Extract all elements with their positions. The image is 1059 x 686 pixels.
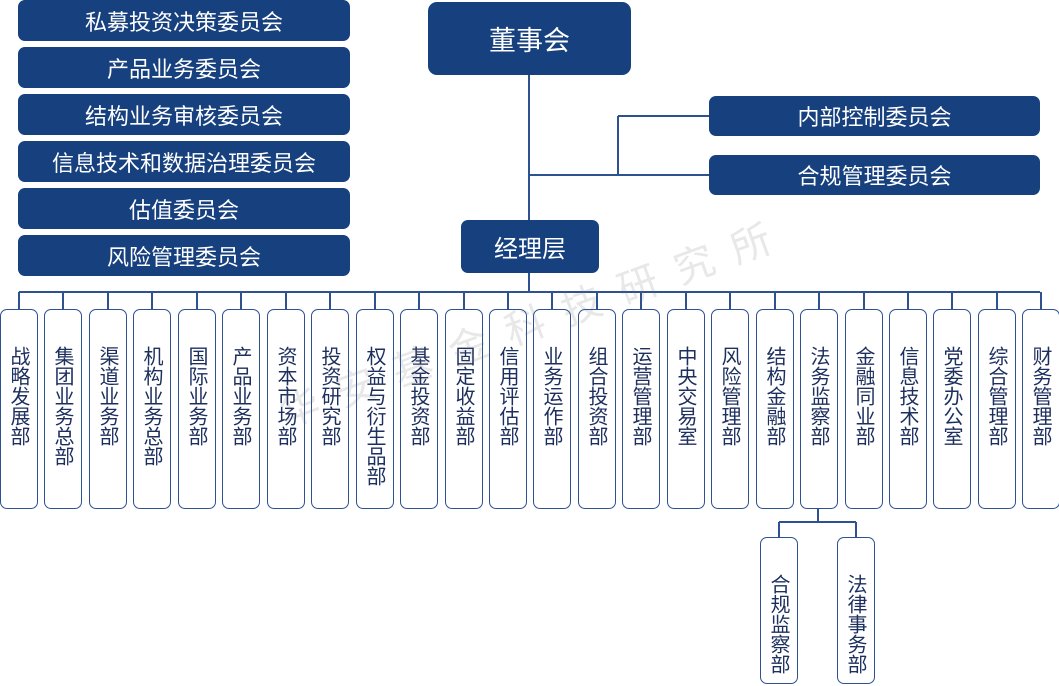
department-16: 中央交易室: [667, 309, 705, 509]
committee-it-data-governance: 信息技术和数据治理委员会: [18, 141, 350, 182]
department-label: 机构业务总部: [140, 346, 164, 466]
board-of-directors: 董事会: [428, 2, 631, 75]
management-layer: 经理层: [461, 220, 599, 273]
department-label: 运营管理部: [629, 346, 653, 446]
department-label: 权益与衍生品部: [363, 346, 387, 486]
department-label: 财务管理部: [1029, 346, 1053, 446]
department-5: 国际业务部: [178, 309, 216, 509]
committee-structured-review: 结构业务审核委员会: [18, 94, 350, 135]
department-10: 基金投资部: [400, 309, 438, 509]
department-label: 中央交易室: [674, 346, 698, 446]
department-label: 党委办公室: [940, 346, 964, 446]
department-21: 信息技术部: [889, 309, 927, 509]
department-label: 法律事务部: [844, 574, 868, 674]
committee-compliance: 合规管理委员会: [709, 155, 1040, 195]
department-17: 风险管理部: [711, 309, 749, 509]
department-label: 金融同业部: [852, 346, 876, 446]
department-18: 结构金融部: [756, 309, 794, 509]
department-13: 业务运作部: [533, 309, 571, 509]
department-label: 法务监察部: [807, 346, 831, 446]
department-label: 渠道业务部: [96, 346, 120, 446]
department-label: 合规监察部: [767, 574, 791, 674]
department-label: 固定收益部: [452, 346, 476, 446]
department-label: 业务运作部: [540, 346, 564, 446]
department-label: 风险管理部: [718, 346, 742, 446]
department-2: 集团业务总部: [44, 309, 82, 509]
department-22: 党委办公室: [933, 309, 971, 509]
department-1: 战略发展部: [0, 309, 38, 509]
department-19: 法务监察部: [800, 309, 838, 509]
department-label: 结构金融部: [763, 346, 787, 446]
department-label: 基金投资部: [407, 346, 431, 446]
department-7: 资本市场部: [267, 309, 305, 509]
department-15: 运营管理部: [622, 309, 660, 509]
department-label: 综合管理部: [985, 346, 1009, 446]
department-9: 权益与衍生品部: [356, 309, 394, 509]
department-label: 信息技术部: [896, 346, 920, 446]
committee-risk-management: 风险管理委员会: [18, 235, 350, 276]
committee-product-business: 产品业务委员会: [18, 47, 350, 88]
department-6: 产品业务部: [222, 309, 260, 509]
department-label: 国际业务部: [185, 346, 209, 446]
department-label: 资本市场部: [274, 346, 298, 446]
department-3: 渠道业务部: [89, 309, 127, 509]
department-label: 集团业务总部: [51, 346, 75, 466]
department-label: 信用评估部: [496, 346, 520, 446]
department-23: 综合管理部: [978, 309, 1016, 509]
department-8: 投资研究部: [311, 309, 349, 509]
department-12: 信用评估部: [489, 309, 527, 509]
committee-private-equity-decision: 私募投资决策委员会: [18, 0, 350, 41]
sub-department-compliance-supervision: 合规监察部: [760, 537, 798, 684]
committee-valuation: 估值委员会: [18, 188, 350, 229]
department-label: 组合投资部: [585, 346, 609, 446]
department-label: 产品业务部: [229, 346, 253, 446]
department-label: 投资研究部: [318, 346, 342, 446]
department-4: 机构业务总部: [133, 309, 171, 509]
department-label: 战略发展部: [7, 346, 31, 446]
department-14: 组合投资部: [578, 309, 616, 509]
committee-internal-control: 内部控制委员会: [709, 96, 1040, 136]
department-20: 金融同业部: [845, 309, 883, 509]
sub-department-legal-affairs: 法律事务部: [837, 537, 875, 684]
department-24: 财务管理部: [1022, 309, 1059, 509]
department-11: 固定收益部: [445, 309, 483, 509]
